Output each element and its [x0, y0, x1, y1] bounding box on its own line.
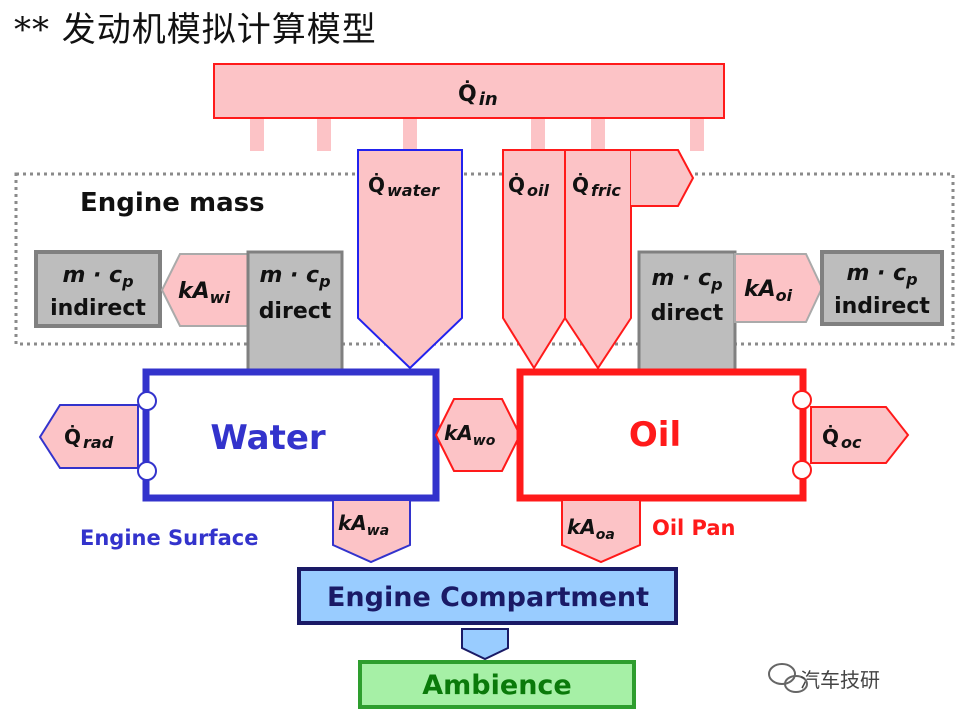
svg-text:indirect: indirect	[834, 294, 930, 319]
kA-wi-arrow: kAwi	[160, 253, 249, 327]
mcp-indirect-left-box: m · cp indirect	[34, 250, 162, 328]
q-water-arrow: Q̇water	[357, 149, 463, 370]
svg-text:Water: Water	[210, 418, 326, 458]
svg-text:Q̇fric: Q̇fric	[572, 173, 621, 200]
svg-text:indirect: indirect	[50, 296, 146, 321]
kA-wa-arrow: kAwa	[332, 499, 411, 564]
q-fric-arrow: Q̇fric	[564, 149, 695, 370]
svg-text:kAwi: kAwi	[178, 279, 230, 307]
svg-text:Q̇oil: Q̇oil	[508, 173, 549, 200]
svg-text:kAwo: kAwo	[444, 421, 496, 449]
q-in-source: Q̇in	[213, 63, 725, 151]
kA-wo-arrow: kAwo	[434, 398, 522, 472]
oil-pan-label: Oil Pan	[652, 516, 736, 540]
mcp-indirect-right-box: m · cp indirect	[820, 250, 944, 326]
svg-text:direct: direct	[259, 299, 332, 324]
ambience-box: Ambience	[358, 660, 636, 709]
svg-text:direct: direct	[651, 301, 724, 326]
svg-text:Q̇water: Q̇water	[368, 173, 440, 200]
svg-text:m · cp: m · cp	[259, 263, 330, 291]
engine-surface-label: Engine Surface	[80, 526, 258, 550]
engine-compartment-box: Engine Compartment	[297, 567, 678, 625]
svg-text:kAwa: kAwa	[338, 511, 389, 539]
q-in-label: Q̇in	[458, 81, 498, 110]
page-title: ** 发动机模拟计算模型	[14, 10, 377, 50]
engine-mass-region	[14, 172, 955, 346]
oil-box: Oil	[516, 368, 812, 502]
watermark-text: 汽车技研	[800, 668, 880, 692]
kA-oa-arrow: kAoa	[561, 499, 641, 564]
svg-text:kAoi: kAoi	[744, 277, 793, 305]
wechat-icon	[768, 663, 808, 693]
svg-text:m · cp: m · cp	[62, 263, 133, 291]
svg-text:Engine Compartment: Engine Compartment	[327, 582, 649, 613]
mcp-direct-right-box: m · cp direct	[637, 250, 737, 374]
svg-text:Q̇rad: Q̇rad	[64, 425, 114, 452]
q-rad-arrow: Q̇rad	[38, 404, 139, 469]
compartment-to-ambience-arrow	[461, 628, 509, 661]
svg-text:kAoa: kAoa	[567, 515, 615, 543]
svg-text:Ambience: Ambience	[422, 670, 571, 701]
mcp-direct-left-box: m · cp direct	[246, 250, 344, 374]
svg-text:m · cp: m · cp	[846, 261, 917, 289]
q-oil-arrow: Q̇oil	[502, 149, 566, 370]
engine-mass-label: Engine mass	[80, 188, 265, 218]
q-oc-arrow: Q̇oc	[810, 406, 910, 464]
water-box: Water	[137, 368, 440, 502]
svg-text:Q̇oc: Q̇oc	[822, 425, 862, 452]
svg-text:Oil: Oil	[629, 415, 681, 455]
kA-oi-arrow: kAoi	[734, 253, 824, 323]
svg-text:m · cp: m · cp	[651, 266, 722, 294]
